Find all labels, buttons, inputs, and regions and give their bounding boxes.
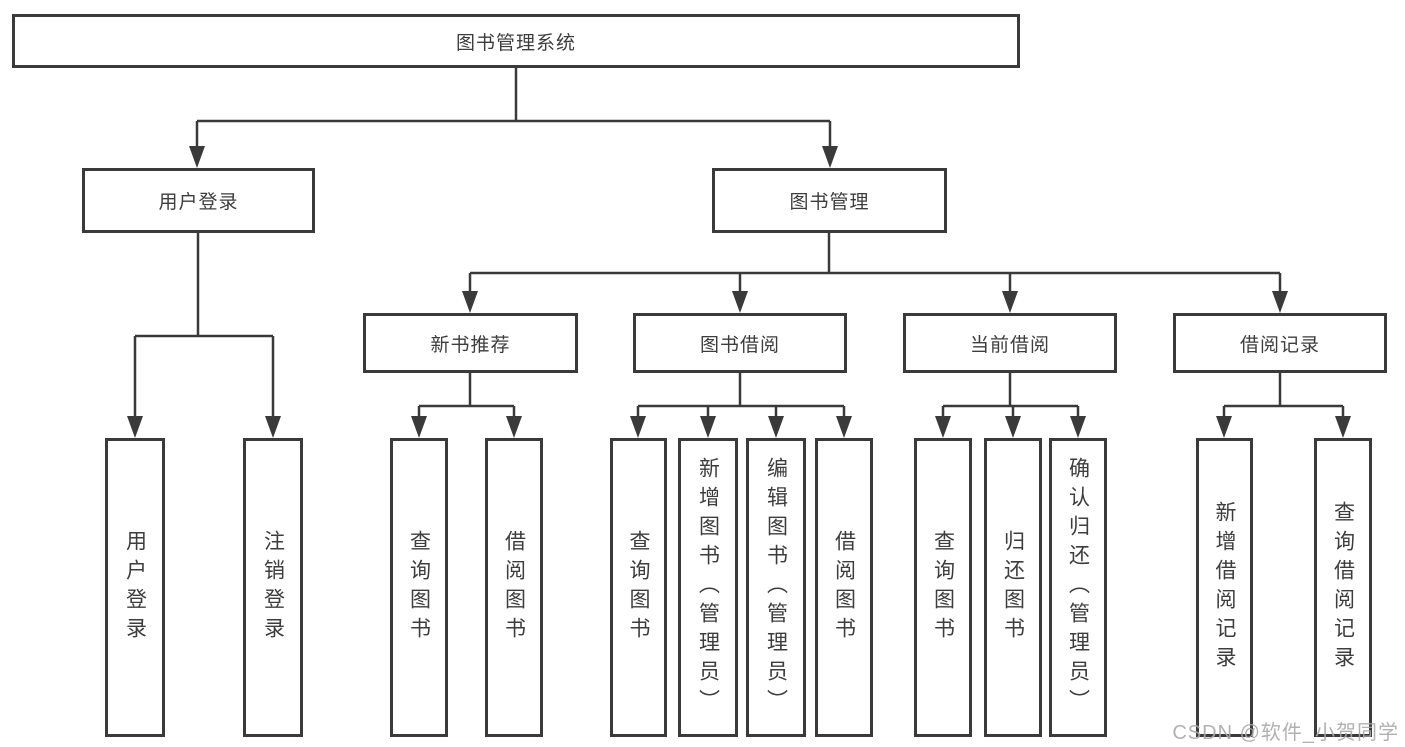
connector-user-login-children (127, 233, 281, 438)
node-root-library-system: 图书管理系统 (12, 14, 1020, 68)
leaf-return-book: 归还图书 (984, 438, 1042, 737)
connector-new-book-recommend-children (411, 373, 522, 438)
leaf-edit-book-admin: 编辑图书（管理员） (746, 438, 806, 737)
leaf-add-borrow-record: 新增借阅记录 (1196, 438, 1253, 737)
watermark: CSDN @软件_小贺同学 (1172, 722, 1399, 744)
leaf-query-books-current: 查询图书 (914, 438, 972, 737)
connector-current-borrow-children (935, 373, 1086, 438)
connector-root-to-level2 (189, 68, 838, 168)
leaf-query-books-borrow: 查询图书 (610, 438, 667, 737)
node-book-borrow: 图书借阅 (633, 313, 847, 373)
node-borrow-records: 借阅记录 (1173, 313, 1387, 373)
leaf-query-borrow-record: 查询借阅记录 (1314, 438, 1372, 737)
connector-book-borrow-children (630, 373, 852, 438)
leaf-user-login: 用户登录 (105, 438, 165, 737)
node-book-management: 图书管理 (712, 168, 947, 233)
node-user-login: 用户登录 (82, 168, 315, 233)
leaf-logout: 注销登录 (243, 438, 303, 737)
leaf-add-book-admin: 新增图书（管理员） (678, 438, 738, 737)
leaf-borrow-books-recommend: 借阅图书 (485, 438, 543, 737)
leaf-borrow-books: 借阅图书 (815, 438, 873, 737)
leaf-query-books-recommend: 查询图书 (390, 438, 448, 737)
leaf-confirm-return-admin: 确认归还（管理员） (1049, 438, 1107, 737)
node-current-borrow: 当前借阅 (903, 313, 1117, 373)
connector-book-management-children (462, 233, 1288, 313)
connector-borrow-records-children (1216, 373, 1351, 438)
node-new-book-recommend: 新书推荐 (363, 313, 578, 373)
